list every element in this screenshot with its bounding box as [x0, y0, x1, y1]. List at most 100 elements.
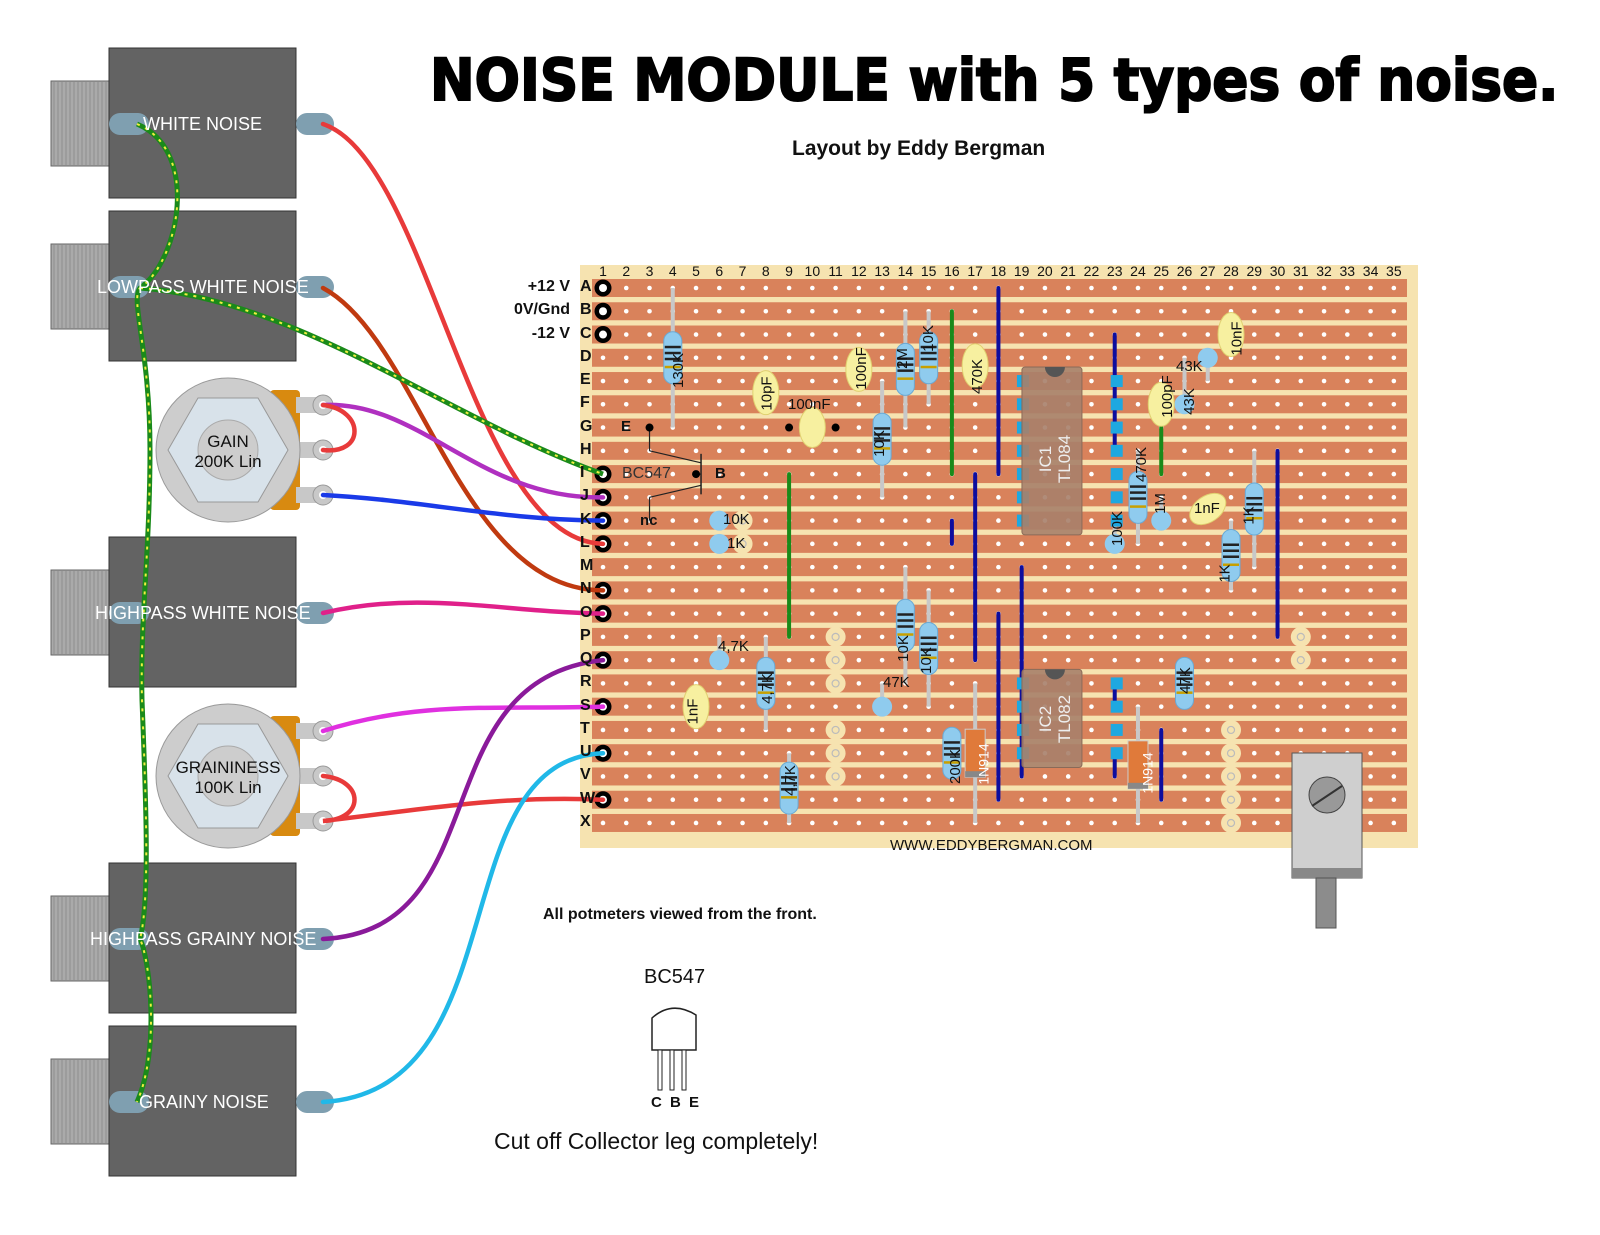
hole — [1158, 332, 1164, 337]
hole — [1391, 425, 1397, 430]
component-label-r10k-e: 10K — [917, 647, 935, 674]
hole — [1345, 448, 1350, 454]
hole — [810, 588, 815, 593]
hole — [1158, 564, 1164, 570]
hole — [833, 448, 838, 454]
hole — [1205, 681, 1211, 686]
col-label-35: 35 — [1386, 263, 1402, 279]
r2m-band — [897, 377, 914, 380]
hole — [1182, 518, 1187, 523]
row-label-S: S — [580, 696, 591, 714]
hole — [1298, 355, 1304, 361]
hole — [1368, 471, 1373, 477]
hole — [1205, 425, 1211, 430]
col-label-7: 7 — [738, 263, 747, 279]
hole — [670, 797, 676, 803]
r1k-b-band — [1223, 563, 1240, 566]
hole — [1182, 797, 1187, 803]
hole — [972, 308, 978, 314]
hole — [763, 308, 769, 314]
hole — [1391, 564, 1397, 570]
hole — [693, 285, 699, 291]
hole — [1368, 495, 1373, 500]
offboard-hardware — [50, 47, 1363, 1177]
hole — [1391, 750, 1397, 756]
hole — [1042, 285, 1048, 291]
component-label-c10nf: 10nF — [1228, 321, 1246, 356]
hole — [1368, 425, 1373, 430]
col-label-16: 16 — [944, 263, 960, 279]
col-label-2: 2 — [622, 263, 631, 279]
hole — [1321, 308, 1327, 314]
r10k-b-band — [920, 345, 937, 349]
track-cut — [732, 510, 753, 531]
component-label-r1k-b: 1K — [1240, 506, 1258, 525]
component-label-r10k-b: 10K — [919, 325, 937, 352]
hole — [903, 495, 908, 500]
hole — [1205, 727, 1211, 733]
hole — [1391, 471, 1397, 477]
hole — [879, 820, 885, 826]
hole — [903, 704, 908, 709]
cap-1nf-b — [682, 684, 710, 730]
hole — [740, 634, 745, 640]
row-label-H: H — [580, 440, 592, 458]
hole — [1042, 308, 1048, 314]
hole — [1321, 657, 1327, 663]
r130k-band — [664, 365, 681, 369]
hole — [1345, 332, 1350, 337]
r200k-band — [943, 741, 960, 744]
hole — [1391, 541, 1397, 547]
hole — [949, 797, 955, 803]
r200k-band — [943, 761, 960, 764]
hole — [926, 425, 931, 430]
hole — [926, 518, 931, 523]
hole — [693, 634, 699, 640]
hole — [1205, 657, 1211, 663]
hole — [740, 355, 745, 361]
hole — [647, 774, 652, 779]
hole — [623, 588, 629, 593]
ic1-pad — [1110, 398, 1123, 411]
hole — [740, 657, 745, 663]
hole — [623, 727, 629, 733]
hole — [1089, 820, 1094, 826]
hole — [1368, 518, 1373, 523]
hole — [763, 541, 769, 547]
component-label-r470k-a: 470K — [969, 358, 987, 395]
hole — [1391, 402, 1397, 407]
component-label-c1nf-b: 1nF — [684, 698, 702, 725]
hole — [1275, 797, 1280, 803]
hole — [1228, 657, 1234, 663]
hole — [1228, 634, 1234, 640]
hole — [926, 820, 931, 826]
hole — [693, 820, 699, 826]
hole — [810, 727, 815, 733]
hole — [1065, 611, 1071, 616]
hole — [1112, 611, 1118, 616]
hole — [647, 634, 652, 640]
r10k-e-band — [920, 642, 937, 646]
hole — [1205, 332, 1211, 337]
hole — [1368, 774, 1373, 779]
hole — [1368, 541, 1373, 547]
track-cut-hole — [831, 749, 840, 758]
hole — [833, 355, 838, 361]
hole — [600, 727, 606, 733]
hole — [810, 332, 815, 337]
hole — [856, 634, 862, 640]
hole — [647, 378, 652, 384]
component-label-r10k-a: 10K — [870, 430, 888, 457]
hole — [1275, 681, 1280, 686]
ic1-label: IC1 TL084 — [1036, 419, 1074, 499]
wire-grainy — [320, 750, 606, 1105]
hole — [1391, 634, 1397, 640]
hole — [1205, 750, 1211, 756]
r10k-e-band — [920, 636, 937, 640]
hole — [1042, 657, 1048, 663]
hole — [786, 727, 792, 733]
component-label-r47k-v: 4,7K — [718, 638, 749, 655]
hole — [1089, 471, 1094, 477]
hole — [856, 727, 862, 733]
hole — [740, 797, 745, 803]
